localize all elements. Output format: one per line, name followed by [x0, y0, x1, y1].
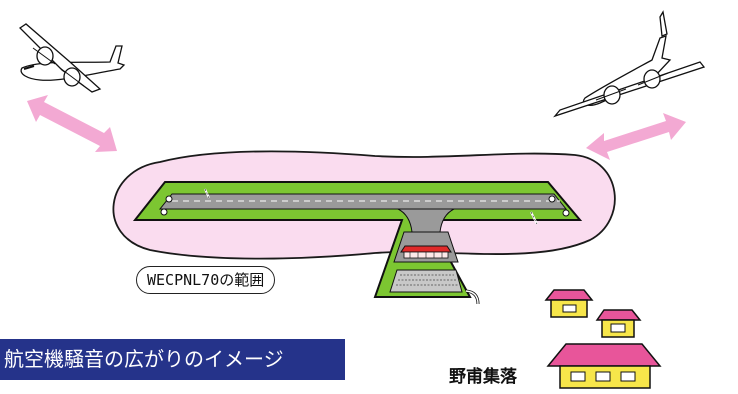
- parking-lot: [389, 269, 463, 293]
- title-banner: 航空機騒音の広がりのイメージ: [0, 339, 345, 380]
- terminal-building: [400, 245, 452, 259]
- airplane-left-icon: [18, 23, 126, 93]
- double-arrow-right-icon: [586, 113, 686, 160]
- double-arrow-left-icon: [27, 95, 117, 152]
- airfield: [132, 181, 583, 305]
- village-label: 野甫集落: [449, 367, 517, 387]
- house-icon: [544, 289, 594, 318]
- airplane-right-icon: [553, 10, 706, 118]
- house-icon: [546, 343, 662, 389]
- wecpnl-range-label: WECPNL70の範囲: [136, 266, 276, 294]
- airfield-grass: [132, 181, 583, 298]
- house-icon: [595, 309, 642, 338]
